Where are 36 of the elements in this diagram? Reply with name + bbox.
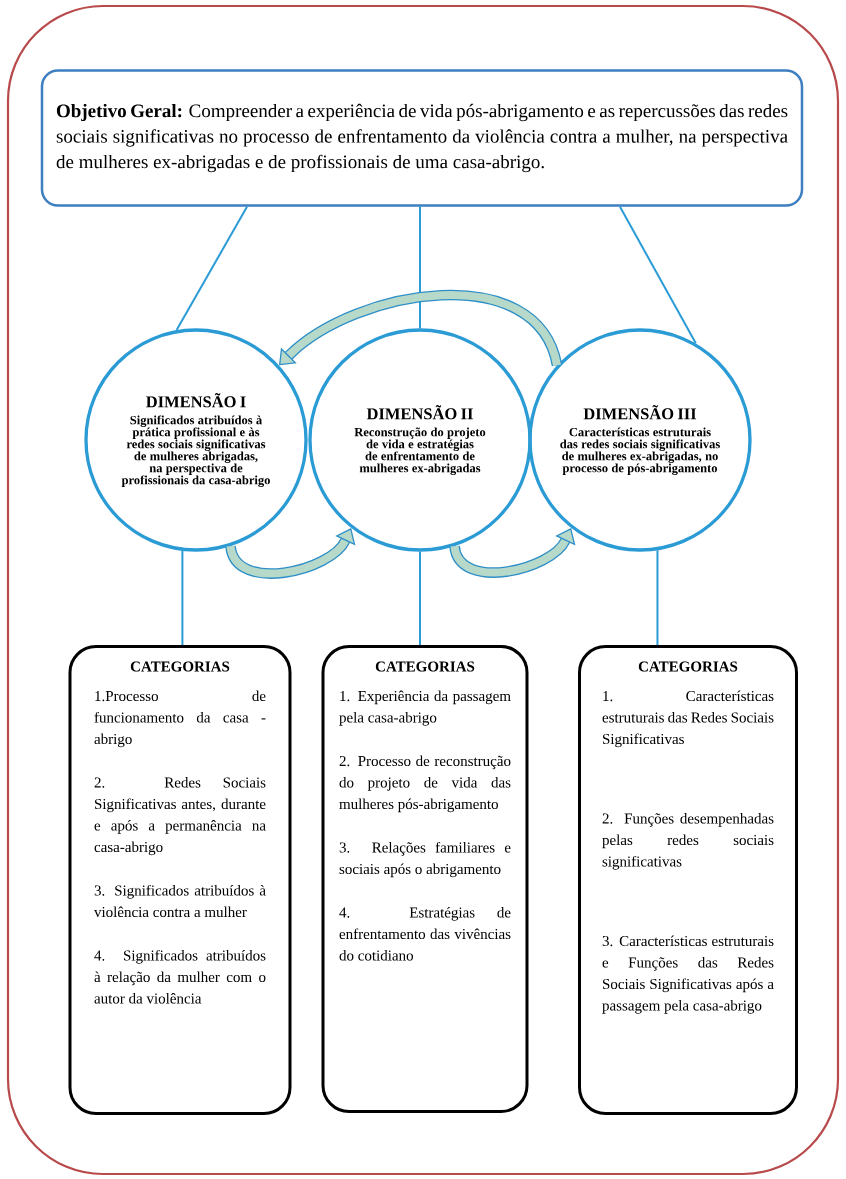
connector-line (419, 550, 421, 646)
objective-text: Objetivo Geral: Compreender a experiência de vida pós-abrigamento e as repercussões das redes sociais significativas no processo de enfrentamento da violência contra a mulher, na perspectiva de mulheres ex-abrigadas e de profissionais de uma casa-abrigo. (56, 103, 788, 173)
category-item: 2. Redes Sociais Significativas antes, durante e após a permanência na casa-abrigo (94, 777, 266, 856)
category-item: 1. Experiência da passagem pela casa-abrigo (339, 690, 511, 726)
dimension-heading: DIMENSÃO III (583, 405, 697, 420)
connector-line (175, 205, 248, 332)
category-heading: CATEGORIAS (638, 661, 738, 672)
dimension-text: Significados atribuídos à prática profissional e às redes sociais significativas de mulheres abrigadas, na perspectiva de profissionais da casa-abrigo (121, 415, 270, 487)
dimension-text: Características estruturais das redes sociais significativas de mulheres ex-abrigadas, no processo de pós-abrigamento (560, 427, 720, 475)
category-box (68, 645, 292, 1115)
category-item: 4. Estratégias de enfrentamento das vivências do cotidiano (339, 907, 511, 961)
category-item: 3. Significados atribuídos à violência contra a mulher (94, 884, 266, 918)
category-item: 1.Processo de funcionamento da casa -abrigo (94, 690, 266, 748)
category-item: 4. Significados atribuídos à relação da mulher com o autor da violência (94, 949, 266, 1004)
curved-arrow (449, 528, 576, 578)
dimension-text: Reconstrução do projeto de vida e estratégias de enfrentamento de mulheres ex-abrigadas (354, 427, 486, 475)
category-item: 3. Características estruturais e Funções das Redes Sociais Significativas após a passagem pela casa-abrigo (602, 935, 774, 1014)
dimension-circle (528, 328, 752, 552)
connector-line (419, 205, 421, 330)
curved-arrow (225, 528, 356, 579)
dimension-circle (308, 328, 532, 552)
category-heading: CATEGORIAS (375, 661, 475, 672)
connector-line (656, 549, 659, 646)
dimension-circle (84, 328, 308, 552)
category-item: 1. Características estruturais das Redes Sociais Significativas (602, 690, 774, 748)
objective-box (40, 69, 804, 207)
category-box (578, 645, 798, 1115)
category-heading: CATEGORIAS (130, 661, 230, 672)
category-item: 2. Funções desempenhadas pelas redes sociais significativas (602, 813, 774, 870)
dimension-heading: DIMENSÃO I (146, 393, 246, 408)
connector-line (619, 205, 697, 345)
category-item: 2. Processo de reconstrução do projeto de vida das mulheres pós-abrigamento (339, 755, 511, 813)
dimension-heading: DIMENSÃO II (366, 405, 473, 420)
category-box (321, 645, 529, 1113)
connector-line (181, 549, 184, 646)
category-item: 3. Relações familiares e sociais após o abrigamento (339, 841, 511, 878)
